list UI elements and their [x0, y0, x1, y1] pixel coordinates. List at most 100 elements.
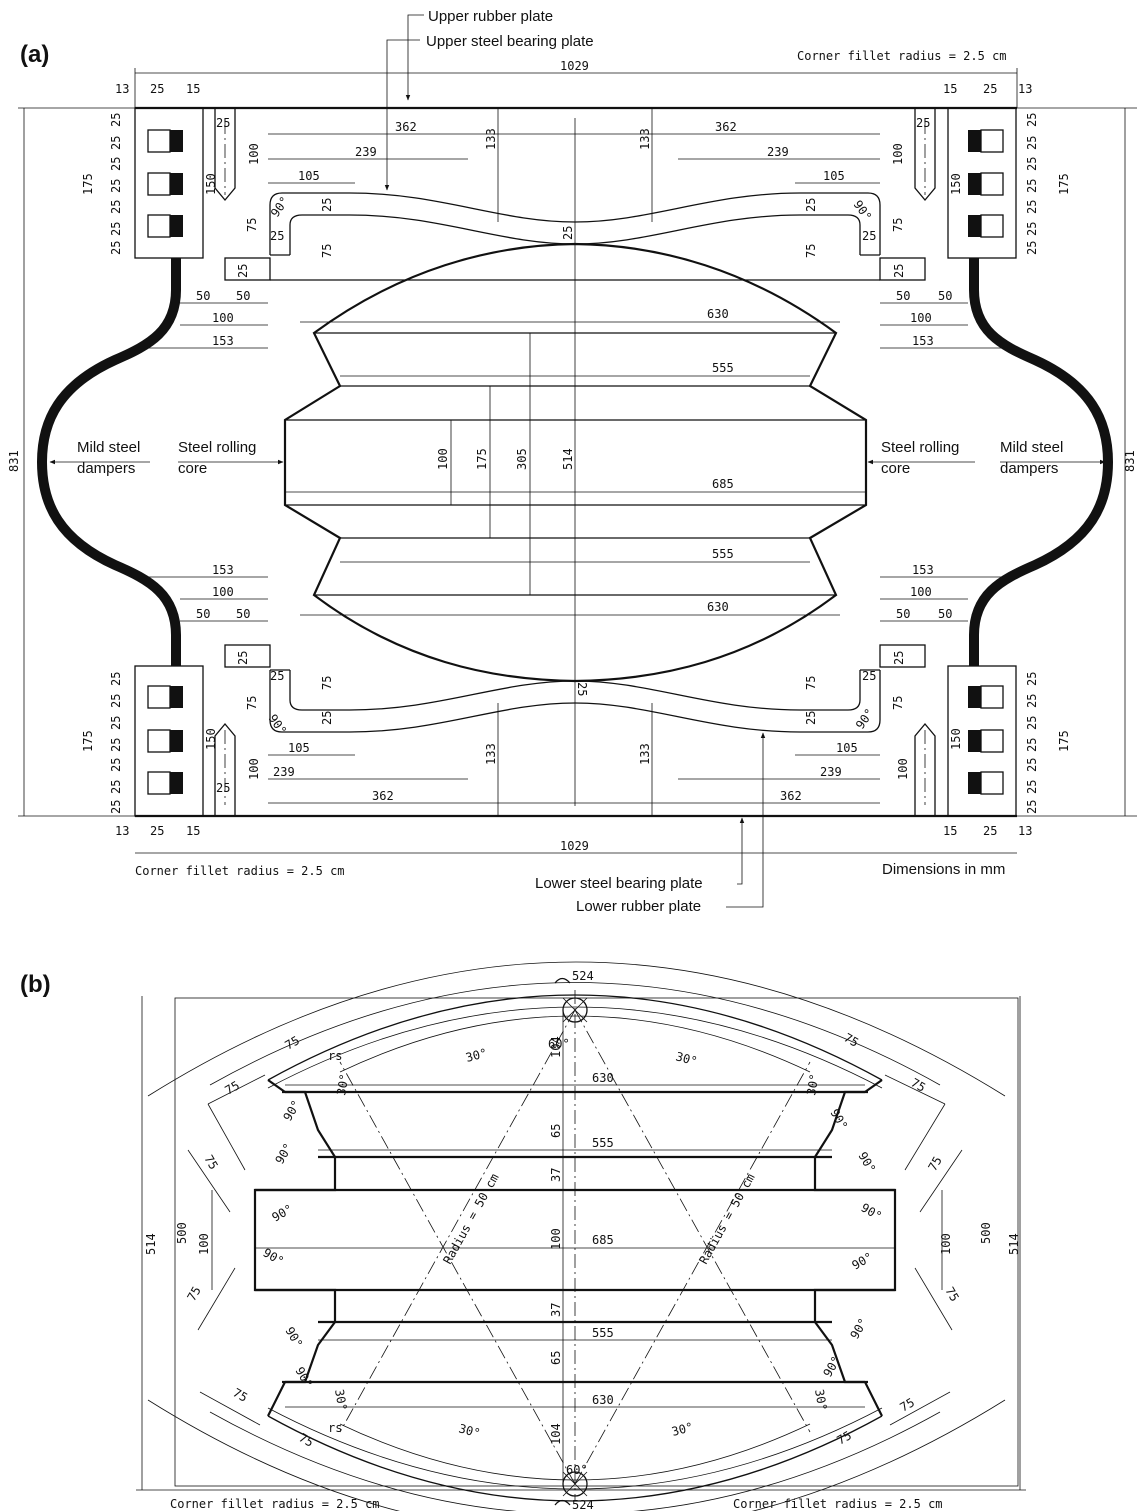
dim-175-bl: 175 — [81, 730, 95, 752]
dim-175-tr: 175 — [1057, 173, 1071, 195]
dim-75-side-bl: 75 — [245, 696, 259, 710]
fillet-note-bottom: Corner fillet radius = 2.5 cm — [135, 864, 345, 878]
dim-75-b2: 75 — [223, 1078, 243, 1097]
dim-514-core: 514 — [561, 448, 575, 470]
dim-25-a2: 25 — [109, 136, 123, 150]
core-label-r2: core — [881, 460, 910, 477]
dim-100-w-br: 100 — [910, 585, 932, 599]
dim-50-tl-a: 50 — [196, 289, 210, 303]
dim-105-br: 105 — [836, 741, 858, 755]
dim-75-rubber-tr: 75 — [804, 244, 818, 258]
dim-25-stud-bl: 25 — [216, 781, 230, 795]
dim-105-tr: 105 — [823, 169, 845, 183]
rs-label-bottom: rs — [328, 1421, 342, 1435]
dim-150-br: 150 — [949, 728, 963, 750]
upper-rubber-plate-label: Upper rubber plate — [428, 8, 553, 25]
left-anchor-block-top: 25 150 175 25 25 25 25 25 25 25 25 50 50… — [81, 107, 271, 349]
dim-685: 685 — [712, 477, 734, 491]
angle-30-tr: 30° — [674, 1049, 699, 1068]
dim-75-b6: 75 — [297, 1430, 317, 1449]
core-label-l2: core — [178, 460, 207, 477]
dim-b-630-top: 630 — [592, 1071, 614, 1085]
upper-steel-plate-label: Upper steel bearing plate — [426, 33, 594, 50]
dim-362-br: 362 — [780, 789, 802, 803]
dim-175-tl: 175 — [81, 173, 95, 195]
dim-831-right: 831 — [1123, 450, 1137, 472]
angle-90-b4: 90° — [261, 1245, 287, 1268]
dim-25-b7: 25 — [109, 800, 123, 814]
dim-25-d6: 25 — [1025, 780, 1039, 794]
dim-25-fillet-bl: 25 — [270, 669, 284, 683]
dim-b-685: 685 — [592, 1233, 614, 1247]
fillet-note-b-right: Corner fillet radius = 2.5 cm — [733, 1497, 943, 1511]
dim-25-gap-top: 25 — [561, 226, 575, 240]
dim-b-630-bottom: 630 — [592, 1393, 614, 1407]
dim-1029-top: 1029 — [560, 59, 589, 73]
dim-555-bottom: 555 — [712, 547, 734, 561]
mild-steel-label-l1: Mild steel — [77, 439, 140, 456]
dim-25-d3: 25 — [1025, 716, 1039, 730]
dim-75-b10: 75 — [942, 1285, 961, 1305]
dim-75-b9: 75 — [925, 1154, 944, 1174]
core-dims: 630 555 685 555 630 100 175 305 514 — [285, 307, 866, 616]
dim-25-a6: 25 — [109, 222, 123, 236]
dim-25-stud-tl: 25 — [216, 116, 230, 130]
dim-75-b8: 75 — [909, 1075, 929, 1094]
angle-90-b5: 90° — [282, 1325, 305, 1351]
dim-25-clip-br: 25 — [892, 651, 906, 665]
dim-75-b5: 75 — [231, 1385, 251, 1404]
radius-label-left: Radius = 50 cm — [440, 1171, 501, 1266]
dim-50-bl-b: 50 — [236, 607, 250, 621]
dim-75-b3: 75 — [201, 1153, 220, 1173]
dim-25-clip-tl: 25 — [236, 264, 250, 278]
dim-500-b-right: 500 — [979, 1222, 993, 1244]
dim-25-a5: 25 — [109, 200, 123, 214]
dim-239-bl: 239 — [273, 765, 295, 779]
dim-25-c5: 25 — [1025, 200, 1039, 214]
dim-25-bl: 25 — [150, 824, 164, 838]
bearing-plates: 831 831 — [7, 106, 1137, 818]
dim-133-tr: 133 — [638, 128, 652, 150]
dim-100-tr: 100 — [891, 143, 905, 165]
dim-25-b3: 25 — [109, 716, 123, 730]
dim-25-b4: 25 — [109, 738, 123, 752]
dim-75-b1: 75 — [283, 1033, 303, 1052]
angle-90-br: 90° — [853, 706, 877, 732]
dim-150-tl: 150 — [204, 173, 218, 195]
dim-25-d7: 25 — [1025, 800, 1039, 814]
dim-b-100-axis: 100 — [549, 1228, 563, 1250]
upper-plate-callouts: Upper rubber plate Upper steel bearing p… — [384, 8, 1007, 191]
dim-25-c1: 25 — [1025, 113, 1039, 127]
dim-b-65-bottom: 65 — [549, 1351, 563, 1365]
dim-514-b-right: 514 — [1007, 1233, 1021, 1255]
dim-305-core: 305 — [515, 448, 529, 470]
dim-25-rubber-tl: 25 — [320, 198, 334, 212]
dim-75-b4: 75 — [184, 1284, 203, 1304]
dim-25-d2: 25 — [1025, 694, 1039, 708]
dim-75-rubber-tl: 75 — [320, 244, 334, 258]
angle-90-b6: 90° — [292, 1365, 315, 1391]
angle-90-b1: 90° — [280, 1098, 303, 1124]
lower-rubber-plate-label: Lower rubber plate — [576, 898, 701, 915]
dim-100-core: 100 — [436, 448, 450, 470]
angle-90-b7: 90° — [827, 1107, 850, 1133]
dim-75-rubber-bl: 75 — [320, 676, 334, 690]
dim-15-bl: 15 — [186, 824, 200, 838]
dim-630-top: 630 — [707, 307, 729, 321]
angle-30-tl: 30° — [464, 1046, 489, 1065]
mild-steel-dampers — [36, 258, 1114, 666]
angle-30-side-bl: 30° — [332, 1388, 350, 1412]
dim-b-104-top: 104 — [549, 1036, 563, 1058]
dim-153-bl: 153 — [212, 563, 234, 577]
dim-25-d5: 25 — [1025, 758, 1039, 772]
dim-13-tr: 13 — [1018, 82, 1032, 96]
lower-steel-plate-label: Lower steel bearing plate — [535, 875, 703, 892]
dim-25-c4: 25 — [1025, 179, 1039, 193]
dim-105-tl: 105 — [298, 169, 320, 183]
dim-25-c2: 25 — [1025, 136, 1039, 150]
dim-25-a7: 25 — [109, 241, 123, 255]
dim-25-c7: 25 — [1025, 241, 1039, 255]
side-labels: Mild steel dampers Steel rolling core St… — [49, 439, 1106, 477]
angle-90-b3: 90° — [270, 1202, 296, 1225]
dim-25-a4: 25 — [109, 179, 123, 193]
